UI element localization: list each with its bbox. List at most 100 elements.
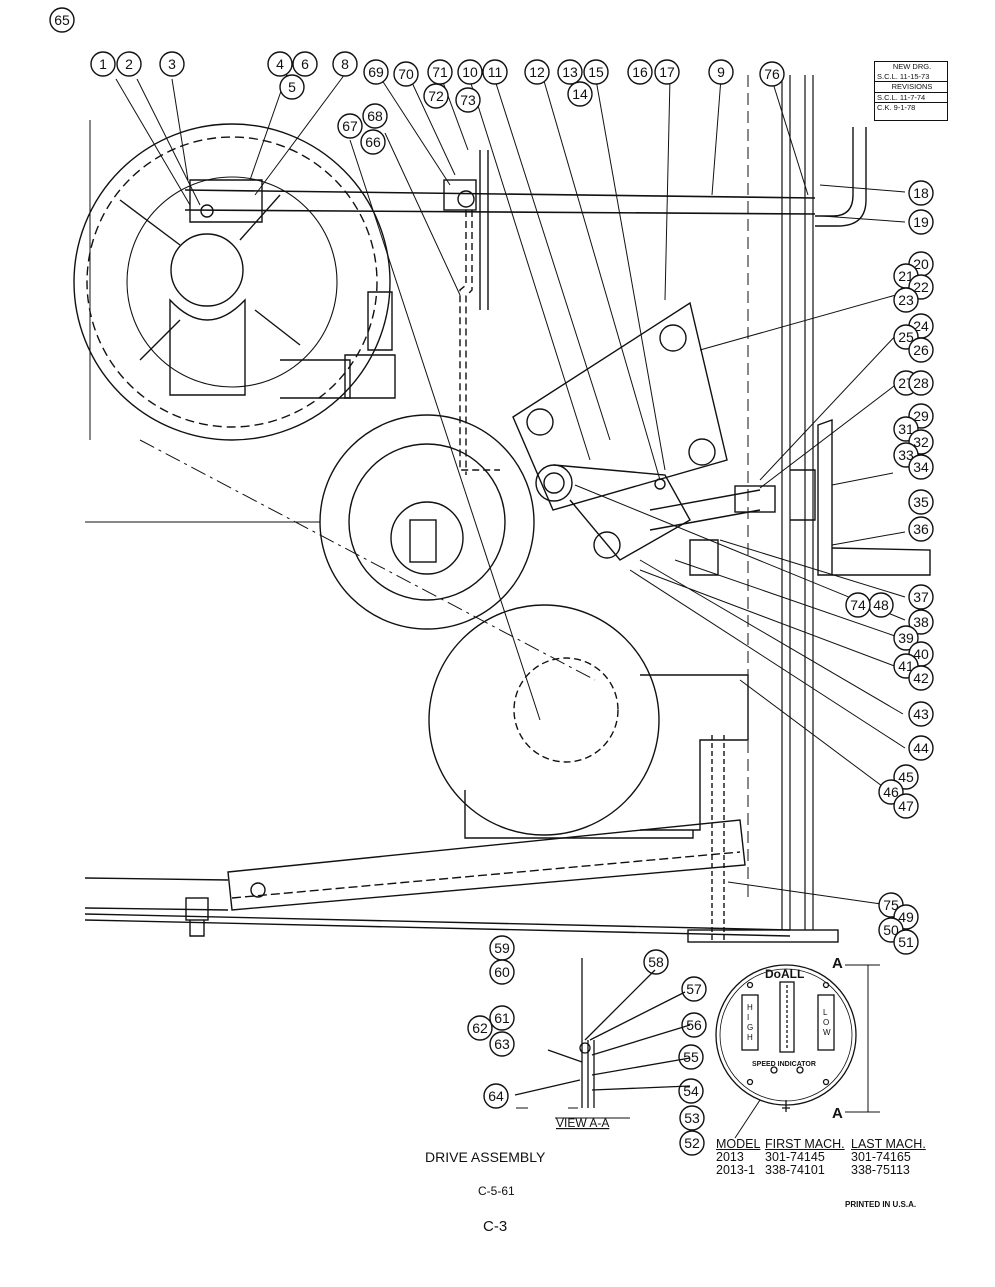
callout-number: 59 — [494, 940, 510, 956]
callout-number: 12 — [529, 64, 545, 80]
callout-17: 17 — [654, 59, 680, 85]
callout-number: 56 — [686, 1017, 702, 1033]
callout-number: 52 — [684, 1135, 700, 1151]
callout-number: 5 — [288, 79, 296, 95]
callout-36: 36 — [908, 516, 934, 542]
callout-76: 76 — [759, 61, 785, 87]
dial-brand: DoALL — [765, 967, 804, 981]
callout-number: 28 — [913, 375, 929, 391]
callout-number: 70 — [398, 66, 414, 82]
callout-55: 55 — [678, 1044, 704, 1070]
revision-line: S.C.L. 11-7-74 — [875, 91, 947, 103]
callout-number: 50 — [883, 922, 899, 938]
callout-number: 1 — [99, 56, 107, 72]
drive-pulley — [319, 414, 535, 630]
flywheel — [73, 123, 391, 441]
printed-in: PRINTED IN U.S.A. — [845, 1200, 917, 1209]
callout-number: 65 — [54, 12, 70, 28]
callout-number: 53 — [684, 1110, 700, 1126]
cell-first: 338-74101 — [765, 1163, 825, 1177]
flywheel-inner — [86, 136, 378, 428]
callout-23: 23 — [893, 287, 919, 313]
callout-51: 51 — [893, 929, 919, 955]
table-row: 2013 301-74145 301-74165 — [716, 1151, 926, 1164]
callout-69: 69 — [363, 59, 389, 85]
callout-49: 49 — [893, 904, 919, 930]
callout-number: 26 — [913, 342, 929, 358]
callout-number: 71 — [432, 64, 448, 80]
callout-number: 48 — [873, 597, 889, 613]
revision-line: NEW DRG. — [892, 62, 932, 71]
callout-15: 15 — [583, 59, 609, 85]
callout-number: 42 — [913, 670, 929, 686]
header-first-mach: FIRST MACH. — [765, 1137, 845, 1151]
callout-2: 2 — [116, 51, 142, 77]
callout-number: 32 — [913, 434, 929, 450]
callout-number: 55 — [683, 1049, 699, 1065]
motor — [428, 604, 660, 836]
callout-63: 63 — [489, 1031, 515, 1057]
callout-number: 15 — [588, 64, 604, 80]
callout-57: 57 — [681, 976, 707, 1002]
callout-number: 4 — [276, 56, 284, 72]
callout-52: 52 — [679, 1130, 705, 1156]
callout-number: 22 — [913, 279, 929, 295]
view-label: VIEW A-A — [556, 1116, 609, 1130]
callout-13: 13 — [557, 59, 583, 85]
callout-number: 37 — [913, 589, 929, 605]
frame-post — [781, 75, 814, 930]
header-last-mach: LAST MACH. — [851, 1137, 926, 1151]
page-number: C-3 — [483, 1218, 508, 1235]
cell-model: 2013 — [716, 1150, 744, 1164]
callout-number: 68 — [367, 108, 383, 124]
callout-number: 20 — [913, 256, 929, 272]
callout-62: 62 — [467, 1015, 493, 1041]
callout-12: 12 — [524, 59, 550, 85]
callout-number: 60 — [494, 964, 510, 980]
callout-number: 58 — [648, 954, 664, 970]
dial-caption: SPEED INDICATOR — [752, 1061, 816, 1068]
cell-last: 338-75113 — [851, 1163, 910, 1177]
callout-number: 63 — [494, 1036, 510, 1052]
callout-39: 39 — [893, 625, 919, 651]
callout-number: 36 — [913, 521, 929, 537]
revision-block: NEW DRG. S.C.L. 11-15-73 REVISIONS S.C.L… — [874, 61, 948, 121]
callout-number: 61 — [494, 1010, 510, 1026]
callout-number: 25 — [898, 329, 914, 345]
section-marker-top: A — [832, 955, 843, 972]
callout-number: 44 — [913, 740, 929, 756]
callout-number: 67 — [342, 118, 358, 134]
callout-16: 16 — [627, 59, 653, 85]
callout-number: 49 — [898, 909, 914, 925]
cell-last: 301-74165 — [851, 1150, 911, 1164]
callout-number: 47 — [898, 798, 914, 814]
callout-3: 3 — [159, 51, 185, 77]
callout-number: 76 — [764, 66, 780, 82]
callout-number: 13 — [562, 64, 578, 80]
callout-19: 19 — [908, 209, 934, 235]
revision-line: C.K. 9-1-78 — [875, 102, 947, 113]
model-table: MODEL FIRST MACH. LAST MACH. 2013 301-74… — [716, 1138, 926, 1177]
revision-line: REVISIONS — [875, 81, 947, 92]
callout-9: 9 — [708, 59, 734, 85]
callout-54: 54 — [678, 1078, 704, 1104]
callout-61: 61 — [489, 1005, 515, 1031]
callout-number: 73 — [460, 92, 476, 108]
callout-34: 34 — [908, 454, 934, 480]
callout-number: 6 — [301, 56, 309, 72]
callout-number: 75 — [883, 897, 899, 913]
callout-number: 34 — [913, 459, 929, 475]
callout-number: 43 — [913, 706, 929, 722]
callout-number: 66 — [365, 134, 381, 150]
callout-5: 5 — [279, 74, 305, 100]
callout-number: 16 — [632, 64, 648, 80]
callout-47: 47 — [893, 793, 919, 819]
callout-number: 8 — [341, 56, 349, 72]
callout-number: 54 — [683, 1083, 699, 1099]
callout-18: 18 — [908, 180, 934, 206]
callout-number: 3 — [168, 56, 176, 72]
callout-72: 72 — [423, 83, 449, 109]
callout-60: 60 — [489, 959, 515, 985]
